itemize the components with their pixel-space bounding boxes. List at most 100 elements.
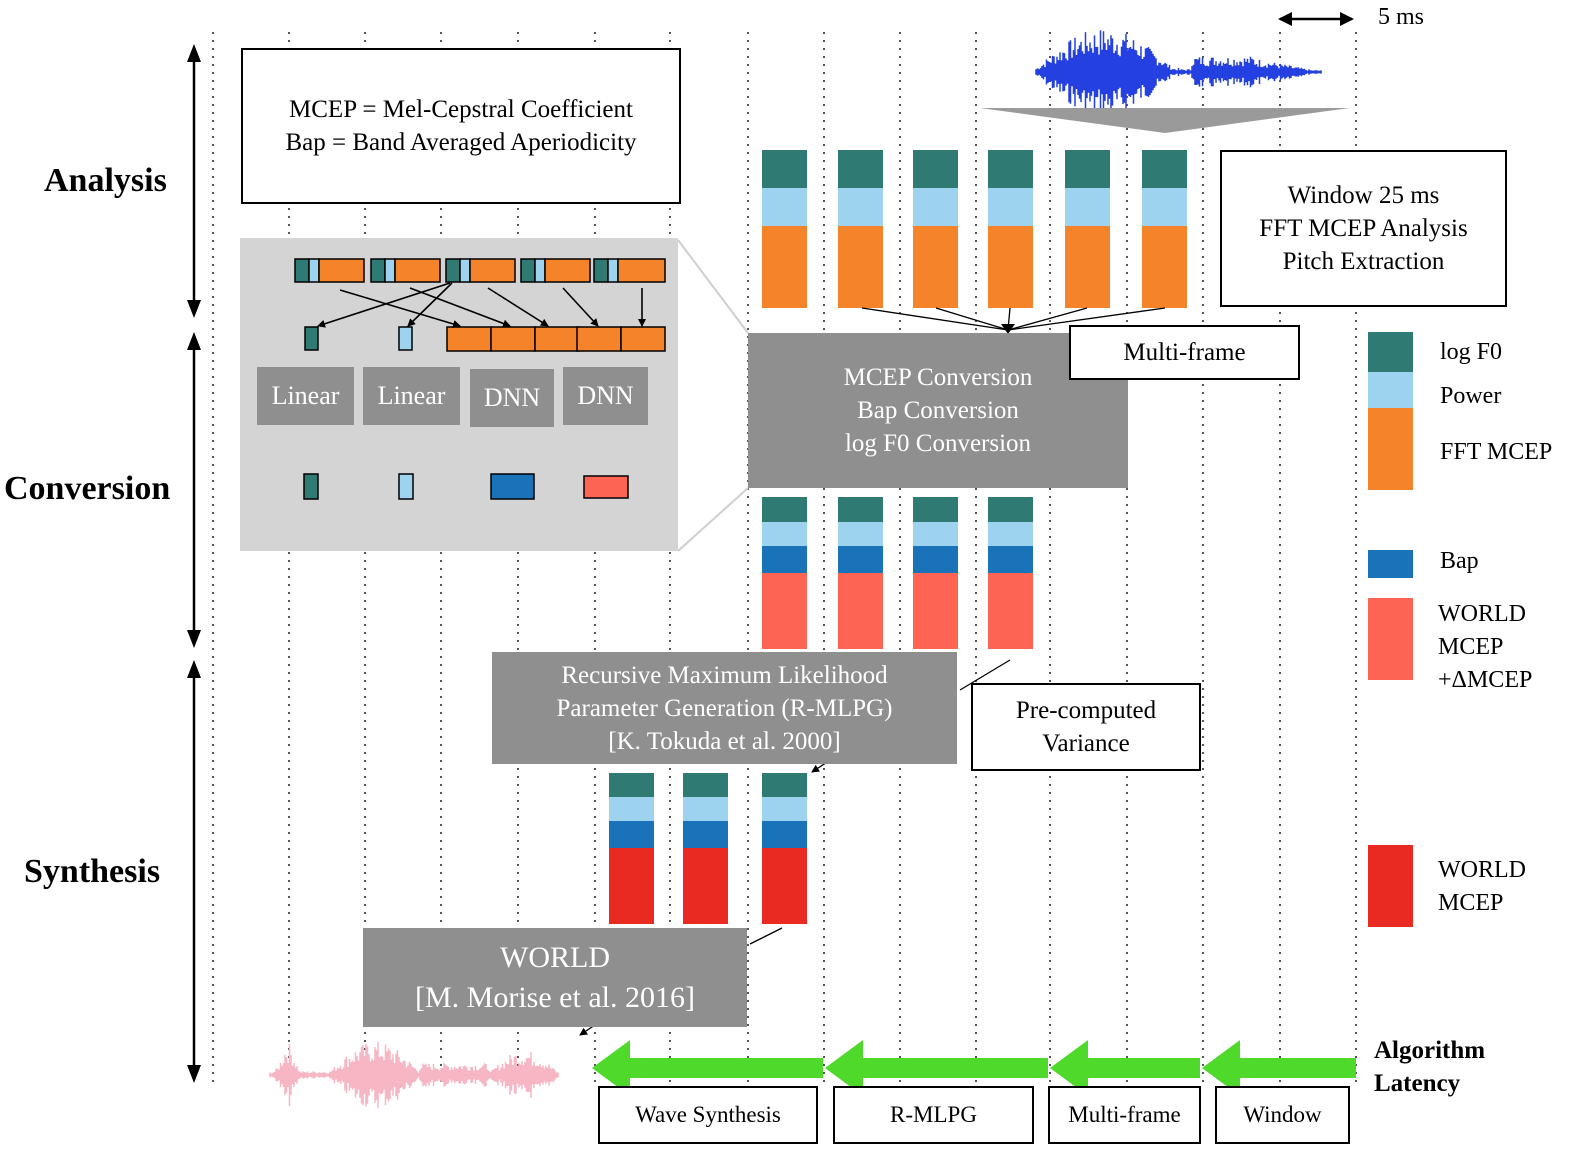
analysis-frame-3-logf0 bbox=[988, 150, 1033, 188]
legend-label-power: Power bbox=[1440, 383, 1502, 409]
analysis-frame-1-logf0 bbox=[838, 150, 883, 188]
latency-segment-window: Window bbox=[1215, 1086, 1350, 1144]
inset-frame-2-fftmcep bbox=[469, 258, 516, 283]
inset-dnn-box-1: DNN bbox=[470, 369, 554, 427]
inset-frame-3-fftmcep bbox=[544, 258, 591, 283]
converted-frame-3-worldmcep_delta bbox=[988, 573, 1033, 649]
rmlpg-box-line2: Parameter Generation (R-MLPG) bbox=[556, 694, 893, 722]
inset-mcep-input-4 bbox=[620, 326, 666, 352]
analysis-frame-2-logf0 bbox=[913, 150, 958, 188]
latency-arrows bbox=[592, 1040, 1356, 1096]
converted-frame-1-bap bbox=[838, 546, 883, 573]
latency-segment-label-3: Window bbox=[1243, 1102, 1322, 1127]
converted-frame-0-bap bbox=[762, 546, 807, 573]
inset-frame-1-power bbox=[384, 258, 396, 283]
inset-frame-2-power bbox=[459, 258, 471, 283]
stage-label-conversion: Conversion bbox=[4, 470, 171, 507]
analysis-frame-0-power bbox=[762, 188, 807, 226]
inset-frame-0-logf0 bbox=[294, 258, 310, 283]
definition-mcep: MCEP = Mel-Cepstral Coefficient bbox=[289, 96, 633, 123]
legend-label-worldmcep: WORLD MCEP bbox=[1438, 854, 1526, 920]
legend-label-worldmcep-delta: WORLD MCEP +ΔMCEP bbox=[1438, 598, 1532, 697]
inset-linear-label-2: Linear bbox=[377, 381, 446, 410]
analysis-frame-2-power bbox=[913, 188, 958, 226]
latency-arrow-1 bbox=[1050, 1040, 1200, 1096]
converted-frame-1-power bbox=[838, 522, 883, 546]
inset-frame-1-logf0 bbox=[370, 258, 386, 283]
inset-frame-4-fftmcep bbox=[617, 258, 666, 283]
latency-arrow-2 bbox=[825, 1040, 1048, 1096]
stage-label-synthesis: Synthesis bbox=[24, 853, 161, 890]
algorithm-latency-title: Algorithm Latency bbox=[1374, 1034, 1485, 1100]
analysis-frame-1-power bbox=[838, 188, 883, 226]
converted-frame-0-power bbox=[762, 522, 807, 546]
input-speech-waveform bbox=[1035, 30, 1322, 114]
analysis-frame-5-logf0 bbox=[1142, 150, 1187, 188]
precomputed-variance-box: Pre-computed Variance bbox=[971, 683, 1201, 771]
precomputed-box-line1: Pre-computed bbox=[1015, 697, 1157, 724]
converted-frame-0-worldmcep_delta bbox=[762, 573, 807, 649]
inset-power-input bbox=[398, 326, 413, 351]
synthesis-frame-1-logf0 bbox=[683, 773, 728, 797]
inset-dnn-label-1: DNN bbox=[483, 383, 541, 412]
inset-mcep-input-1 bbox=[490, 326, 536, 352]
converted-frame-2-worldmcep_delta bbox=[913, 573, 958, 649]
analysis-frame-0-logf0 bbox=[762, 150, 807, 188]
synthesis-frames bbox=[609, 773, 807, 924]
inset-frame-0-power bbox=[308, 258, 320, 283]
legend-swatch-bap bbox=[1368, 550, 1413, 578]
inset-mcep-input-2 bbox=[534, 326, 580, 352]
legend-swatch-worldmcep bbox=[1368, 845, 1413, 927]
inset-frame-1-fftmcep bbox=[394, 258, 441, 283]
latency-segment-label-2: Multi-frame bbox=[1068, 1102, 1181, 1127]
converted-frame-3-bap bbox=[988, 546, 1033, 573]
inset-frame-4-power bbox=[607, 258, 619, 283]
legend-swatch-worldmcep-delta bbox=[1368, 598, 1413, 680]
multiframe-box: Multi-frame bbox=[1069, 325, 1300, 380]
analysis-frame-4-fftmcep bbox=[1065, 226, 1110, 308]
latency-arrow-3 bbox=[592, 1040, 823, 1096]
converted-frame-1-logf0 bbox=[838, 497, 883, 522]
latency-segment-multiframe: Multi-frame bbox=[1048, 1086, 1201, 1144]
world-box-line1: WORLD bbox=[500, 940, 610, 974]
converted-frame-0-logf0 bbox=[762, 497, 807, 522]
window-box-line2: FFT MCEP Analysis bbox=[1259, 215, 1468, 242]
world-box-line2: [M. Morise et al. 2016] bbox=[415, 980, 695, 1014]
inset-linear-box-1: Linear bbox=[257, 367, 354, 425]
analysis-frame-4-logf0 bbox=[1065, 150, 1110, 188]
inset-mcep-input-3 bbox=[576, 326, 622, 352]
inset-linear-box-2: Linear bbox=[363, 367, 460, 425]
inset-frame-0-fftmcep bbox=[318, 258, 365, 283]
window-box-line1: Window 25 ms bbox=[1287, 182, 1440, 209]
inset-dnn-box-2: DNN bbox=[563, 367, 648, 425]
conversion-box-line1: MCEP Conversion bbox=[843, 364, 1033, 391]
converted-frame-2-logf0 bbox=[913, 497, 958, 522]
inset-dnn-label-2: DNN bbox=[577, 381, 634, 410]
inset-frame-3-power bbox=[534, 258, 546, 283]
inset-logf0-output bbox=[303, 473, 319, 500]
synthesis-frame-1-worldmcep bbox=[683, 848, 728, 924]
latency-arrow-0 bbox=[1202, 1040, 1356, 1096]
analysis-frame-3-power bbox=[988, 188, 1033, 226]
inset-bap-output bbox=[490, 473, 535, 500]
converted-frames bbox=[762, 497, 1033, 649]
window-analysis-box: Window 25 ms FFT MCEP Analysis Pitch Ext… bbox=[1220, 150, 1507, 307]
converted-frame-3-logf0 bbox=[988, 497, 1033, 522]
inset-linear-label-1: Linear bbox=[271, 381, 340, 410]
window-box-line3: Pitch Extraction bbox=[1282, 248, 1445, 275]
synthesis-frame-0-bap bbox=[609, 821, 654, 848]
inset-mcep-input-0 bbox=[446, 326, 492, 352]
inset-connectors bbox=[677, 239, 749, 552]
inset-power-output bbox=[398, 473, 414, 500]
stage-arrows bbox=[187, 44, 201, 1083]
latency-title-line2: Latency bbox=[1374, 1070, 1461, 1097]
legend-swatch-logf0 bbox=[1368, 332, 1413, 372]
multiframe-lines bbox=[861, 307, 1166, 334]
conversion-box-line2: Bap Conversion bbox=[857, 397, 1019, 424]
legend-worldmcep-line1: WORLD bbox=[1438, 857, 1526, 883]
synthesis-frame-2-worldmcep bbox=[762, 848, 807, 924]
converted-frame-3-power bbox=[988, 522, 1033, 546]
input-wave-path bbox=[1035, 30, 1322, 114]
